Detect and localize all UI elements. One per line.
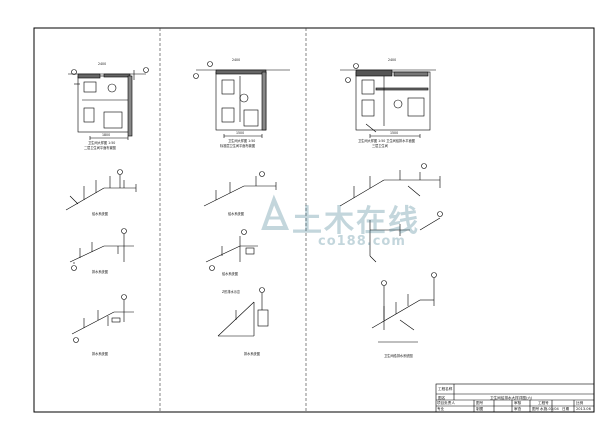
iso-3 xyxy=(71,294,134,343)
plan-3-sub-label: 三层卫生间 xyxy=(372,144,388,148)
tb-r1-c2: 图号 xyxy=(476,401,484,405)
iso-8-title-label: 卫生间给排水系统图 xyxy=(384,354,413,358)
watermark-text: 土木在线 xyxy=(292,204,420,239)
plan-1-dim-bottom: 1800 xyxy=(102,133,111,137)
tb-r1-c6: 工程号 xyxy=(538,401,549,405)
title-block-grid xyxy=(435,383,595,413)
tb-r1-c4: 审核 xyxy=(514,401,522,405)
iso-2-title-label: 排水系统图 xyxy=(92,270,108,274)
plan-1-dim-top: 2400 xyxy=(98,62,107,66)
iso-1 xyxy=(65,169,137,211)
iso-6 xyxy=(217,287,269,337)
iso-3-title-label: 排水系统图 xyxy=(92,352,108,356)
tb-r1-c8: 比例 xyxy=(576,401,584,405)
plan-3-dim-top: 2400 xyxy=(388,58,397,62)
iso-5 xyxy=(205,229,258,271)
iso-4 xyxy=(203,171,277,207)
iso-2 xyxy=(69,228,134,271)
iso-1-title-label: 给水系统图 xyxy=(92,212,108,216)
iso-6-title-label: 排水系统图 xyxy=(244,352,260,356)
iso-6-note-label: Z形排水示意 xyxy=(222,290,241,294)
plan-2-scale-label: 卫生间大样图 1:50 xyxy=(228,139,256,143)
tb-r2-c7: 水施-03/04 xyxy=(540,407,559,411)
tb-r2-c0: 专业 xyxy=(437,407,445,411)
plan-2 xyxy=(193,61,290,138)
tb-r2-c4: 审查 xyxy=(514,407,522,411)
plan-1-scale-label: 卫生间大样图 1:50 xyxy=(88,141,116,145)
plan-3-title-label: 卫生间大样图 1:50 卫生间给排水平面图 xyxy=(358,139,415,143)
iso-5-title-label: 给水系统图 xyxy=(222,272,238,276)
plan-3 xyxy=(340,63,436,138)
tb-r2-c2: 制图 xyxy=(476,407,484,411)
watermark: 土木在线 co188.com xyxy=(258,190,428,260)
watermark-logo-icon xyxy=(261,194,290,230)
plan-3-dim-bottom: 1500 xyxy=(390,131,399,135)
tb-r2-c8: 日期 xyxy=(562,407,570,411)
plan-2-dim-top: 2400 xyxy=(232,58,241,62)
plan-1-title-label: 二层卫生间平面布置图 xyxy=(84,146,116,150)
plan-2-dim-bottom: 1500 xyxy=(236,131,245,135)
title-block-sheet-title-label: 图名 xyxy=(438,396,446,400)
plan-2-title-label: 标准层卫生间平面布置图 xyxy=(220,144,256,148)
title-block-sheet-title: 卫生间给排水大样详图(六) xyxy=(490,396,533,400)
title-block-project-label: 工程名称 xyxy=(438,387,453,391)
watermark-url: co188.com xyxy=(318,234,406,249)
iso-7 xyxy=(339,163,443,263)
tb-r2-c6: 图号 xyxy=(532,407,540,411)
tb-r2-c9: 2013.06 xyxy=(576,407,591,411)
iso-8 xyxy=(371,272,437,343)
iso-4-title-label: 给水系统图 xyxy=(228,212,244,216)
plan-1 xyxy=(68,67,149,140)
tb-r1-c0: 项目负责人 xyxy=(437,401,455,405)
